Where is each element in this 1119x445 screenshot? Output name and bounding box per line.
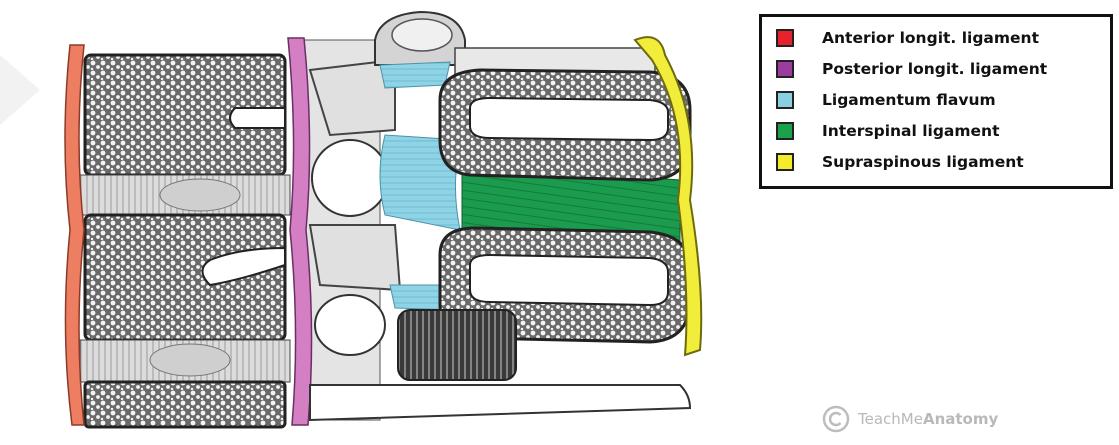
spinous-process-upper-core bbox=[470, 98, 668, 140]
legend-swatch-blue bbox=[776, 91, 794, 109]
legend-item-posterior: Posterior longit. ligament bbox=[776, 58, 1047, 80]
lamina-lower bbox=[310, 385, 690, 420]
vertebral-body-lower bbox=[85, 382, 285, 427]
intervertebral-foramen-upper bbox=[312, 140, 388, 216]
spinous-process-lower-core bbox=[470, 255, 668, 305]
nucleus-upper bbox=[160, 179, 240, 211]
legend-label-interspinal: Interspinal ligament bbox=[822, 122, 1000, 140]
legend-label-flavum: Ligamentum flavum bbox=[822, 91, 996, 109]
legend-swatch-yellow bbox=[776, 153, 794, 171]
basivertebral-notch-upper bbox=[230, 108, 285, 128]
watermark-brand: Anatomy bbox=[923, 410, 998, 428]
vertebral-body-middle bbox=[85, 215, 285, 340]
legend-label-supraspinous: Supraspinous ligament bbox=[822, 153, 1024, 171]
legend-swatch-green bbox=[776, 122, 794, 140]
legend-label-posterior: Posterior longit. ligament bbox=[822, 60, 1047, 78]
background-triangle bbox=[0, 55, 40, 125]
legend-swatch-purple bbox=[776, 60, 794, 78]
legend-item-anterior: Anterior longit. ligament bbox=[776, 27, 1039, 49]
legend-item-flavum: Ligamentum flavum bbox=[776, 89, 996, 111]
articular-facet-top bbox=[392, 19, 452, 51]
legend-item-interspinal: Interspinal ligament bbox=[776, 120, 1000, 142]
articular-process-lower bbox=[398, 310, 516, 380]
legend-label-anterior: Anterior longit. ligament bbox=[822, 29, 1039, 47]
ligamentum-flavum-upper bbox=[380, 62, 450, 88]
pedicle-lower bbox=[310, 225, 400, 290]
legend-item-supraspinous: Supraspinous ligament bbox=[776, 151, 1024, 173]
legend: Anterior longit. ligament Posterior long… bbox=[759, 14, 1113, 189]
intervertebral-foramen-lower bbox=[315, 295, 385, 355]
copyright-icon bbox=[822, 405, 850, 433]
watermark-prefix: TeachMe bbox=[858, 410, 923, 428]
nucleus-lower bbox=[150, 344, 230, 376]
legend-swatch-red bbox=[776, 29, 794, 47]
